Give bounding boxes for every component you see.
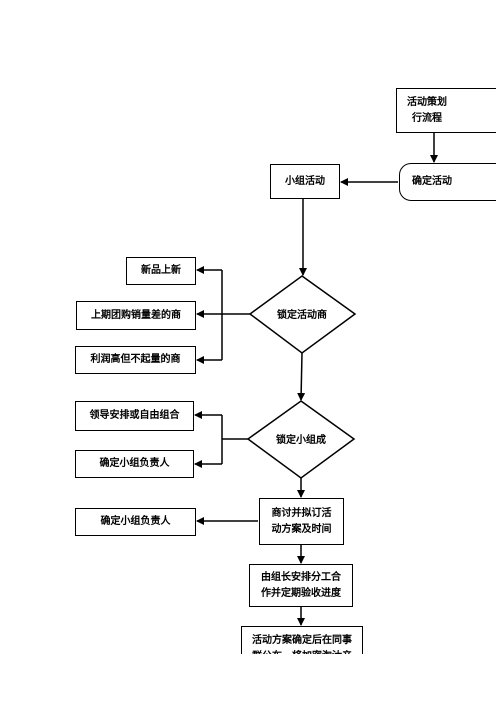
diamond-lock-product [248,275,357,354]
node-low-sales-last-period: 上期团购销量差的商 [76,301,196,330]
diamond-label-lock-group: 锁定小组成 [276,435,326,446]
node-discuss-plan: 商讨并拟订活 动方案及时间 [259,498,344,545]
arrow-lock-product-to-lock-group [297,352,306,401]
node-group-activity: 小组活动 [270,164,340,199]
node-confirm-group-leader-1: 确定小组负责人 [75,450,194,478]
node-plan-process: 活动策划 行流程 [396,88,496,133]
node-confirm-activity: 确定活动 [399,163,496,201]
diamond-label-lock-product: 锁定活动商 [277,310,327,321]
page-bottom-margin [0,654,496,702]
node-confirm-group-leader-2: 确定小组负责人 [75,508,196,536]
node-new-product: 新品上新 [126,257,196,285]
node-high-profit-low-volume: 利润高但不起量的商 [75,346,196,374]
node-assign-work: 由组长安排分工合 作并定期验收进度 [249,564,353,607]
node-leader-or-free-group: 领导安排或自由组合 [75,401,194,431]
diamond-lock-group [246,400,356,479]
